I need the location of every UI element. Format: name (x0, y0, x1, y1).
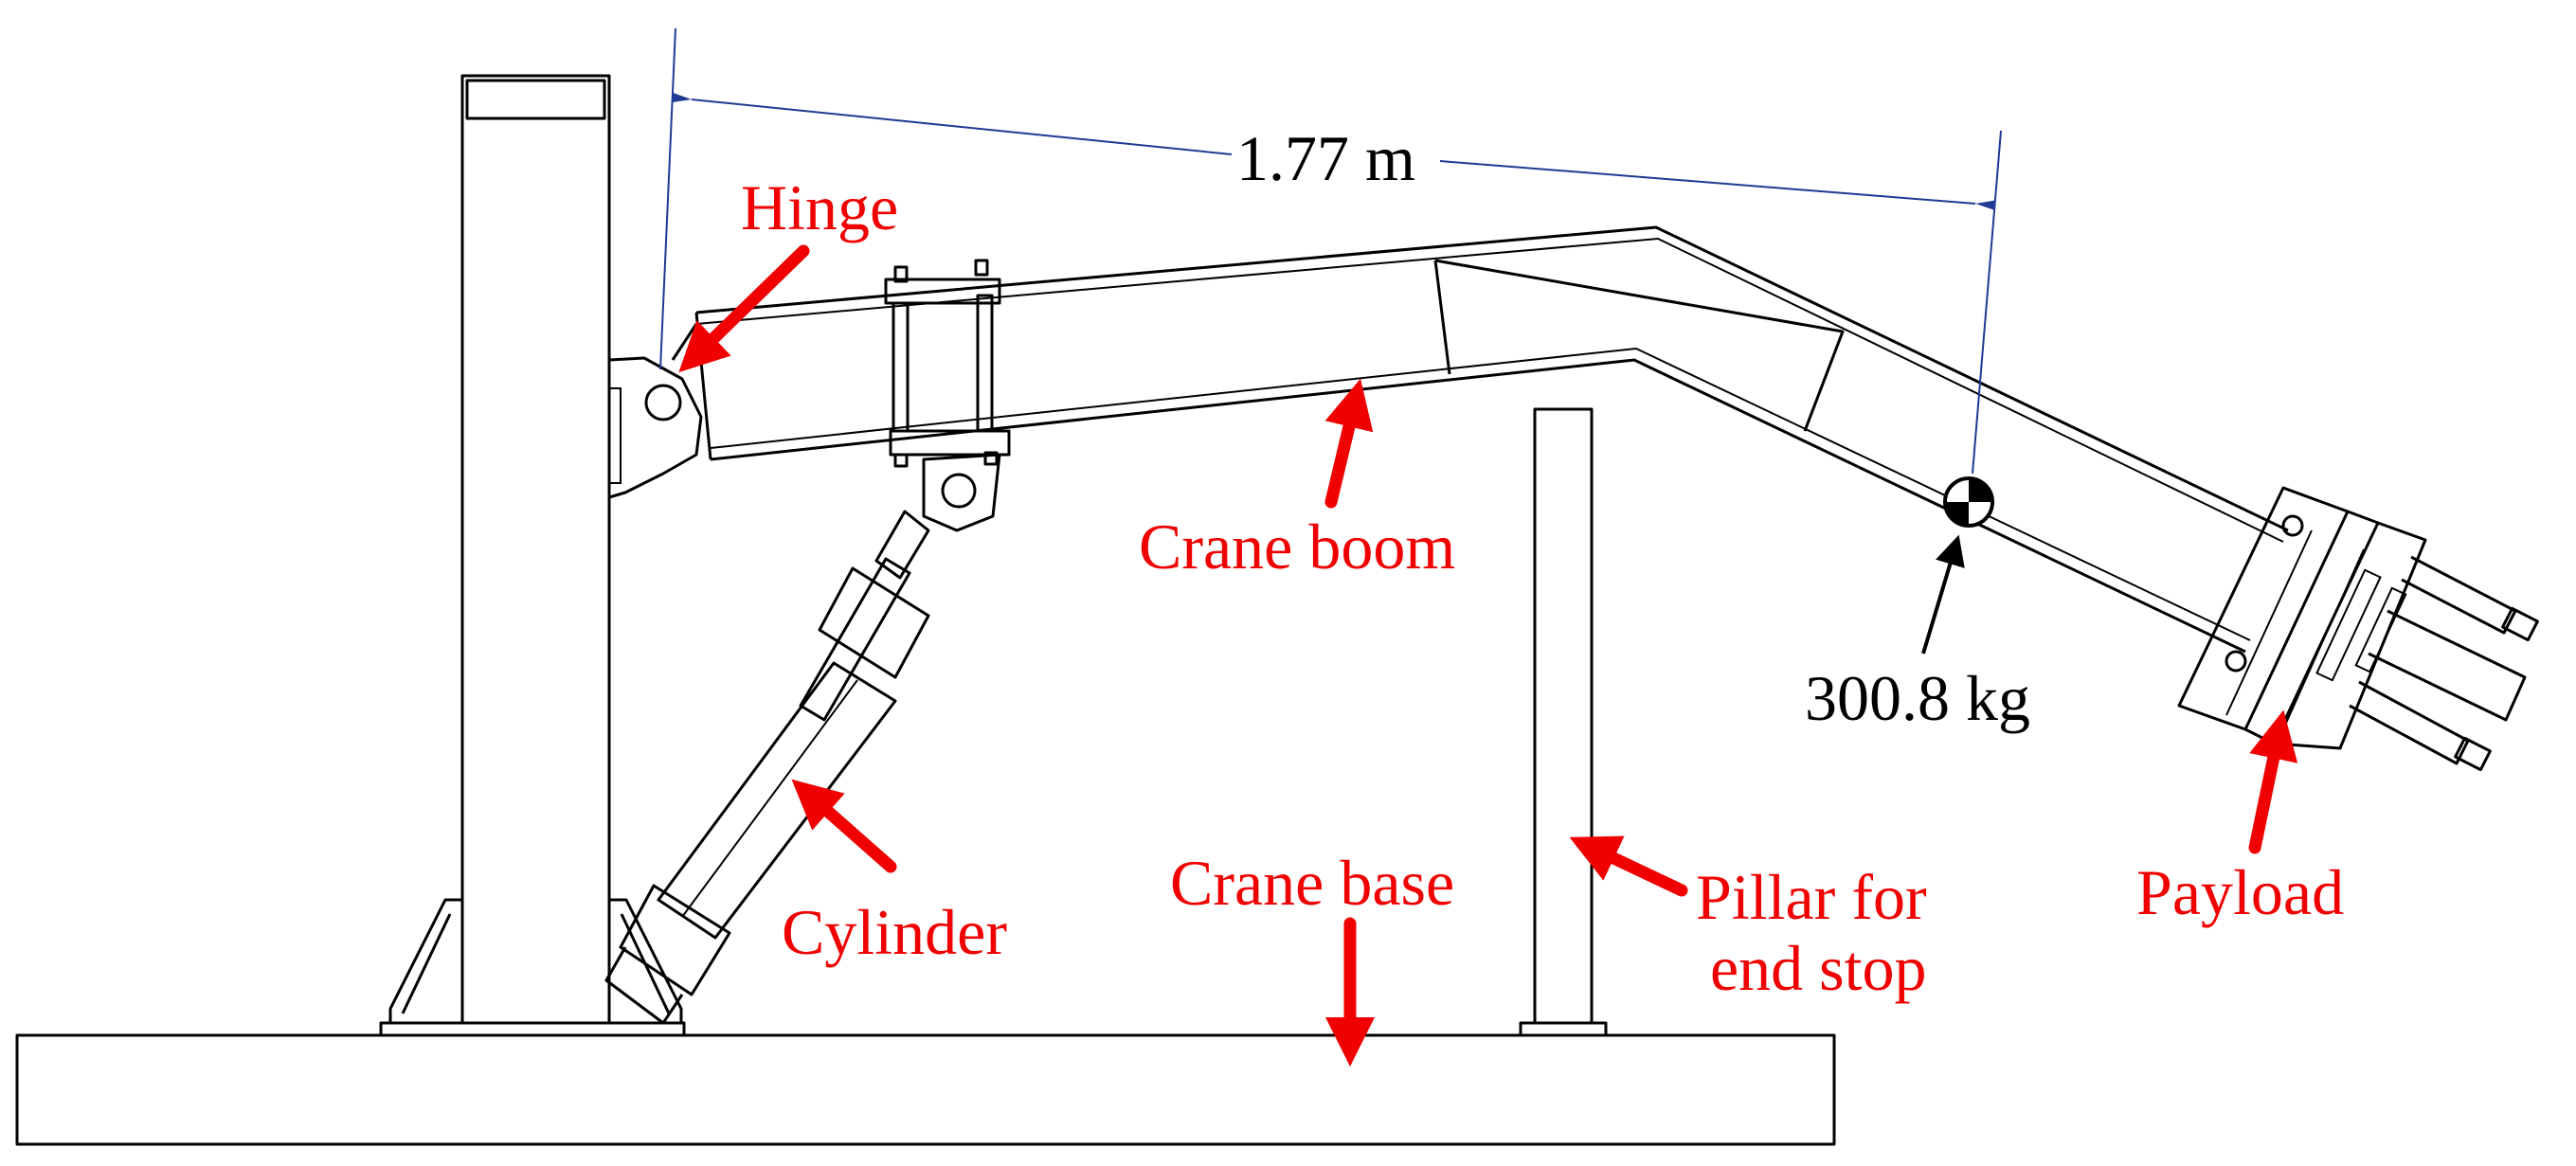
dimension-label: 1.77 m (1236, 122, 1415, 194)
payload-arrow (2248, 709, 2298, 854)
crane-base-label: Crane base (1170, 847, 1454, 919)
hinge-pin (644, 384, 682, 422)
pillar-arrow (1569, 835, 1688, 897)
hinge-label: Hinge (741, 171, 898, 243)
cylinder-structure (604, 453, 1001, 1025)
mass-pointer-arrow (1921, 534, 1965, 655)
pillar-label-line1: Pillar for (1696, 861, 1927, 933)
crane-boom-label: Crane boom (1139, 511, 1455, 583)
crane-boom-structure (671, 225, 2289, 654)
pillar-structure (1519, 407, 1608, 1037)
mass-label: 300.8 kg (1805, 662, 2030, 734)
hinge-arrow (678, 244, 810, 373)
pillar-label-line2: end stop (1710, 932, 1927, 1004)
payload-structure (2177, 486, 2539, 772)
crane-boom-arrow (1324, 378, 1374, 509)
payload-label: Payload (2136, 856, 2344, 928)
crane-column (388, 74, 703, 1025)
dimension-annotation (659, 27, 2002, 475)
center-of-mass-marker (1943, 476, 1994, 528)
cylinder-label: Cylinder (782, 896, 1007, 968)
cylinder-arrow (791, 779, 897, 873)
crane-base-structure (15, 1021, 1836, 1146)
